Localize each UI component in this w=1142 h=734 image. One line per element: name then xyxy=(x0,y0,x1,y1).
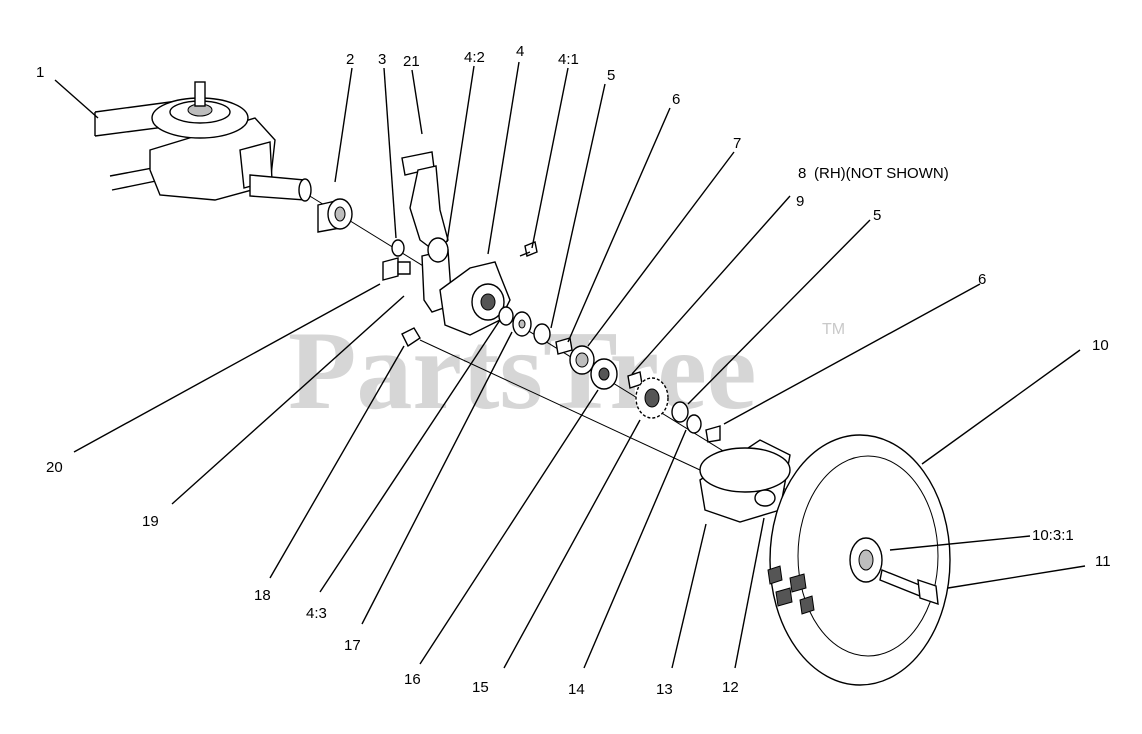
callout-11: 11 xyxy=(1095,553,1111,570)
callout-4-3: 4:3 xyxy=(306,605,327,622)
washer-5a xyxy=(533,323,551,345)
callout-14: 14 xyxy=(568,681,585,698)
spacer-13 xyxy=(686,414,702,434)
small-washer xyxy=(391,239,405,257)
callout-9: 9 xyxy=(796,193,804,210)
small-screw xyxy=(519,241,538,257)
callout-10: 10 xyxy=(1092,337,1109,354)
callout-5a: 5 xyxy=(607,67,615,84)
callout-4: 4 xyxy=(516,43,524,60)
note-rh-not-shown: (RH)(NOT SHOWN) xyxy=(814,165,949,182)
axle-bolt xyxy=(879,569,939,606)
wheel-gear-cover xyxy=(699,439,791,523)
callout-19: 19 xyxy=(142,513,159,530)
callout-4-1: 4:1 xyxy=(558,51,579,68)
callout-10-3-1: 10:3:1 xyxy=(1032,527,1074,544)
callout-6a: 6 xyxy=(672,91,680,108)
bushing xyxy=(317,198,353,233)
callout-12: 12 xyxy=(722,679,739,696)
callout-6b: 6 xyxy=(978,271,986,288)
callout-5b: 5 xyxy=(873,207,881,224)
transmission-assembly xyxy=(94,81,312,202)
callout-1: 1 xyxy=(36,64,44,81)
callout-2: 2 xyxy=(346,51,354,68)
pivot-arm-plate xyxy=(421,237,511,336)
shoulder-bolt xyxy=(382,257,411,281)
callout-18: 18 xyxy=(254,587,271,604)
pinion-gear xyxy=(627,371,669,419)
height-adjust-lever xyxy=(401,151,449,253)
callout-13: 13 xyxy=(656,681,673,698)
callouts: 1 2 3 21 4:2 4 4:1 5 6 7 8 (RH)(NOT SHOW… xyxy=(36,43,1111,698)
watermark-tm: TM xyxy=(822,321,845,338)
washer-17-hole xyxy=(518,319,526,329)
washer-5b xyxy=(671,401,689,423)
bearing xyxy=(569,345,618,390)
callout-15: 15 xyxy=(472,679,489,696)
assembly-axis-line-lower xyxy=(419,339,701,471)
callout-4-2: 4:2 xyxy=(464,49,485,66)
callout-16: 16 xyxy=(404,671,421,688)
callout-7: 7 xyxy=(733,135,741,152)
wheel xyxy=(767,434,951,686)
spacer xyxy=(498,306,514,326)
leader-lines xyxy=(54,61,1086,669)
callout-20: 20 xyxy=(46,459,63,476)
callout-17: 17 xyxy=(344,637,361,654)
callout-3: 3 xyxy=(378,51,386,68)
callout-21: 21 xyxy=(403,53,420,70)
callout-8: 8 xyxy=(798,165,806,182)
nut xyxy=(401,327,421,348)
retaining-clip-6b xyxy=(705,425,721,443)
